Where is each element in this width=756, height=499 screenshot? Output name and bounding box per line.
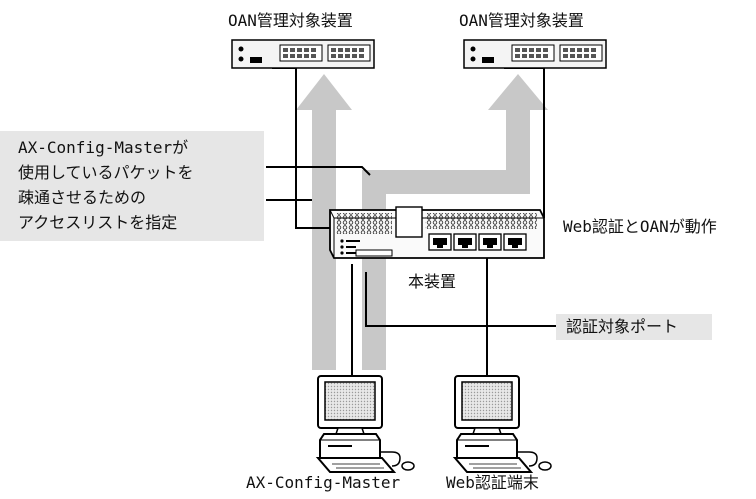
leader-auth-port [365, 272, 556, 327]
leader-acl-top [266, 166, 371, 176]
oan-device-left-label: OAN管理対象装置 [228, 11, 353, 30]
main-device-note: Web認証とOANが動作 [563, 217, 717, 236]
oan-device-right [463, 39, 607, 69]
oan-device-right-label: OAN管理対象装置 [459, 11, 584, 30]
oan-device-left [231, 39, 375, 69]
traffic-arrow-right [362, 74, 548, 370]
main-device-label: 本装置 [408, 272, 457, 291]
pc-left [315, 375, 415, 473]
traffic-arrows [296, 74, 548, 370]
pc-right [452, 375, 552, 473]
traffic-arrow-left [296, 74, 352, 370]
acl-annotation-line-4: アクセスリストを指定 [18, 213, 178, 232]
acl-annotation-line-1: AX-Config-Masterが [18, 138, 189, 157]
acl-annotation-line-3: 疎通させるための [18, 188, 147, 207]
auth-port-label: 認証対象ポート [556, 314, 712, 340]
acl-annotation-box: AX-Config-Masterが 使用しているパケットを 疎通させるための ア… [0, 131, 264, 241]
pc-right-label: Web認証端末 [446, 473, 539, 492]
main-device [329, 206, 545, 259]
acl-annotation-line-2: 使用しているパケットを [18, 163, 194, 182]
pc-left-label: AX-Config-Master [246, 473, 401, 492]
